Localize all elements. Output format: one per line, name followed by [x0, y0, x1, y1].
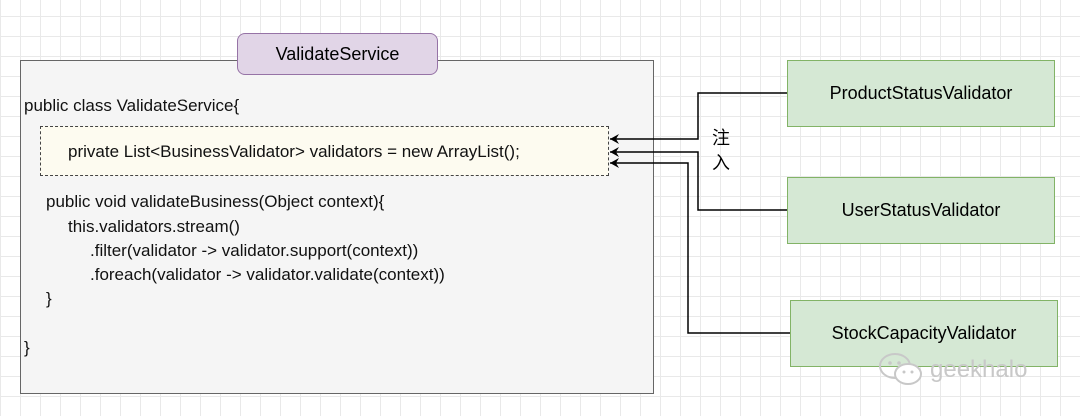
wechat-icon	[879, 353, 922, 385]
watermark: geekhalo	[878, 352, 1027, 388]
validate-service-title[interactable]: ValidateService	[237, 33, 438, 75]
filter-call: .filter(validator -> validator.support(c…	[90, 241, 419, 260]
class-declaration: public class ValidateService{	[24, 96, 240, 115]
stock-capacity-validator-box[interactable]: StockCapacityValidator	[790, 300, 1058, 367]
validators-field: private List<BusinessValidator> validato…	[68, 142, 520, 161]
inject-label-char-1: 注	[712, 128, 730, 148]
inject-label-char-2: 入	[712, 153, 730, 173]
watermark-text: geekhalo	[930, 356, 1028, 383]
validators-field-box[interactable]	[40, 126, 609, 176]
foreach-call: .foreach(validator -> validator.validate…	[90, 265, 445, 284]
user-status-validator-box[interactable]: UserStatusValidator	[787, 177, 1055, 244]
product-status-validator-box[interactable]: ProductStatusValidator	[787, 60, 1055, 127]
validate-service-container	[20, 60, 654, 394]
method-close-brace: }	[46, 289, 52, 308]
class-close-brace: }	[24, 338, 30, 357]
stream-call: this.validators.stream()	[68, 217, 240, 236]
method-declaration: public void validateBusiness(Object cont…	[46, 192, 385, 211]
